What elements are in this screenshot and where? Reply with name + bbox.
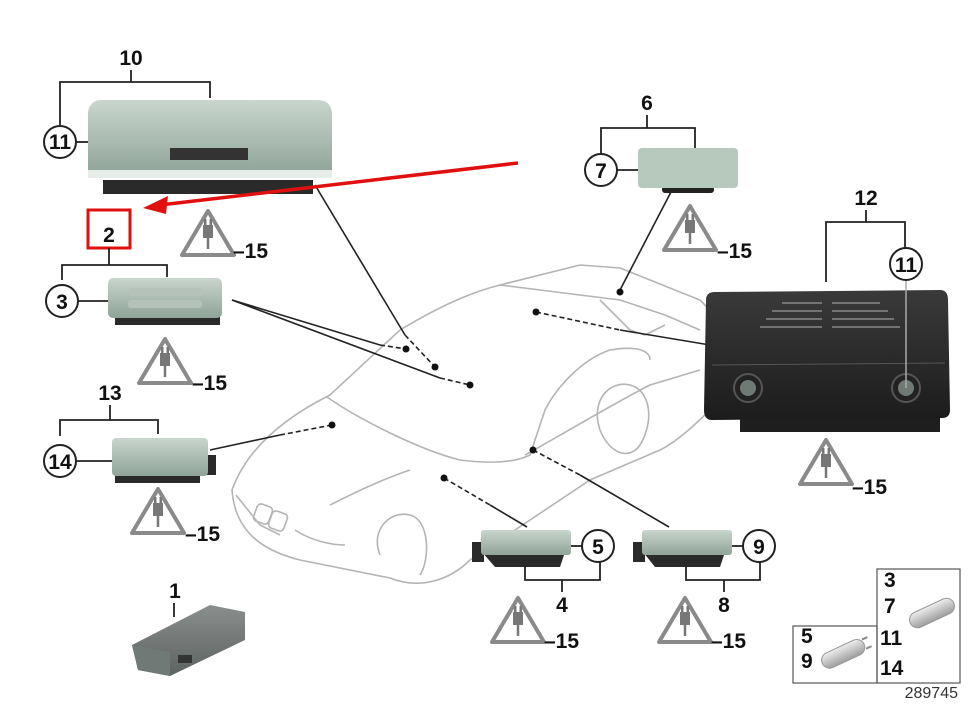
label-8: 8 [718,594,730,617]
bulb-label-11: 11 [880,627,903,650]
label-1: 1 [169,580,181,603]
label-15-d: –15 [717,240,752,263]
bulb-reference-box: 3 7 11 14 5 9 289745 [792,568,961,702]
label-12: 12 [854,187,877,210]
bulb-label-9: 9 [801,650,813,673]
label-15-b: –15 [192,372,227,395]
label-5: 5 [592,536,604,559]
label-10: 10 [119,47,142,70]
warning-15-g [657,596,713,644]
label-15-g: –15 [711,630,746,653]
wedge-bulb-icon [821,636,873,669]
reference-number: 289745 [905,685,958,702]
warning-15-f [490,596,546,644]
label-15-a: –15 [233,240,268,263]
label-4: 4 [556,594,568,617]
label-15-f: –15 [544,630,579,653]
label-7: 7 [595,160,607,183]
warning-15-b [137,337,193,385]
part-4-lamp[interactable]: 5 4 [472,529,615,617]
label-15-e: –15 [852,476,887,499]
part-3-lamp[interactable]: 3 [45,248,222,325]
label-11-top: 11 [49,131,72,154]
bulb-label-7: 7 [884,595,896,618]
part-1-module[interactable]: 1 [132,580,245,676]
label-6: 6 [641,92,653,115]
label-9: 9 [753,536,765,559]
part-12-roof-console[interactable]: 12 11 [704,187,950,432]
part-10-overhead-console[interactable]: 10 11 [43,47,332,194]
bulb-label-3: 3 [884,569,896,592]
warning-15-a [180,209,236,257]
part-13-lamp[interactable]: 13 14 [43,382,216,483]
label-11-right: 11 [895,254,918,277]
label-14: 14 [48,451,72,474]
festoon-bulb-icon [908,597,956,629]
warning-15-e [798,438,854,486]
part-6-lamp[interactable]: 6 7 [584,92,738,193]
warning-15-d [662,204,718,252]
leader-lines [209,184,711,528]
bulb-label-5: 5 [801,625,813,648]
label-13: 13 [98,382,121,405]
part-8-lamp[interactable]: 9 8 [633,529,776,617]
warning-15-c [130,487,186,535]
bulb-label-14: 14 [880,657,904,680]
label-15-c: –15 [185,523,220,546]
label-3: 3 [56,291,68,314]
label-2: 2 [103,224,115,247]
highlight-part-2[interactable]: 2 [86,161,519,250]
